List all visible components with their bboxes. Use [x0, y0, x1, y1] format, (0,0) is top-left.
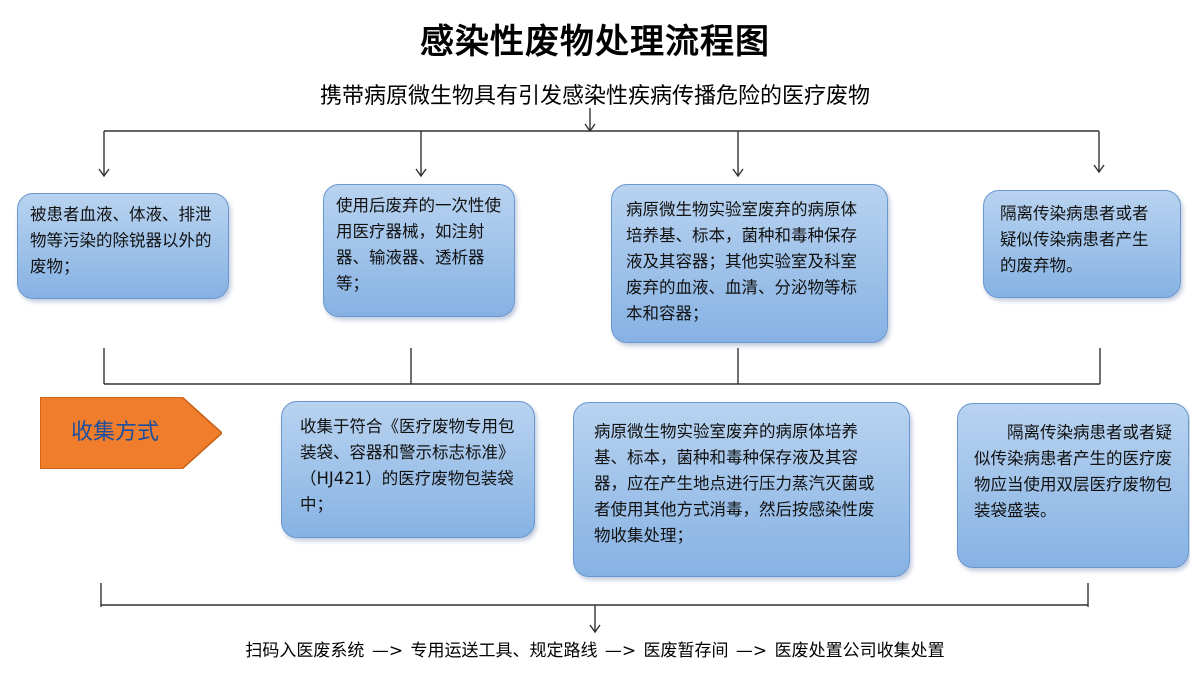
type-box-text: 使用后废弃的一次性使用医疗器械，如注射器、输液器、透析器等；: [336, 196, 501, 293]
type-box-contaminated-waste: 被患者血液、体液、排泄物等污染的除锐器以外的废物；: [17, 193, 229, 299]
type-box-disposable-devices: 使用后废弃的一次性使用医疗器械，如注射器、输液器、透析器等；: [323, 184, 515, 317]
type-box-text: 被患者血液、体液、排泄物等污染的除锐器以外的废物；: [30, 205, 212, 276]
disposal-process-flow: 扫码入医废系统 —> 专用运送工具、规定路线 —> 医废暂存间 —> 医废处置公…: [245, 641, 945, 661]
type-box-text: 隔离传染病患者或者疑似传染病患者产生的废弃物。: [1000, 204, 1149, 275]
method-box-text: 隔离传染病患者或者疑似传染病患者产生的医疗废物应当使用双层医疗废物包装袋盛装。: [974, 423, 1172, 520]
method-box-packaging: 收集于符合《医疗废物专用包装袋、容器和警示标志标准》（HJ421）的医疗废物包装…: [281, 401, 535, 538]
method-box-double-bag: 隔离传染病患者或者疑似传染病患者产生的医疗废物应当使用双层医疗废物包装袋盛装。: [957, 403, 1189, 568]
type-box-isolation-waste: 隔离传染病患者或者疑似传染病患者产生的废弃物。: [983, 190, 1181, 298]
type-box-lab-waste: 病原微生物实验室废弃的病原体培养基、标本，菌种和毒种保存液及其容器；其他实验室及…: [611, 184, 888, 343]
type-box-text: 病原微生物实验室废弃的病原体培养基、标本，菌种和毒种保存液及其容器；其他实验室及…: [626, 200, 857, 323]
page-title: 感染性废物处理流程图: [420, 22, 770, 62]
method-box-text: 病原微生物实验室废弃的病原体培养基、标本，菌种和毒种保存液及其容器，应在产生地点…: [594, 422, 875, 545]
collection-method-arrow-shape: [40, 397, 222, 469]
subtitle: 携带病原微生物具有引发感染性疾病传播危险的医疗废物: [319, 84, 870, 109]
collection-method-label: 收集方式: [70, 420, 159, 445]
method-box-lab-sterilization: 病原微生物实验室废弃的病原体培养基、标本，菌种和毒种保存液及其容器，应在产生地点…: [573, 402, 910, 577]
method-box-text: 收集于符合《医疗废物专用包装袋、容器和警示标志标准》（HJ421）的医疗废物包装…: [300, 417, 515, 514]
